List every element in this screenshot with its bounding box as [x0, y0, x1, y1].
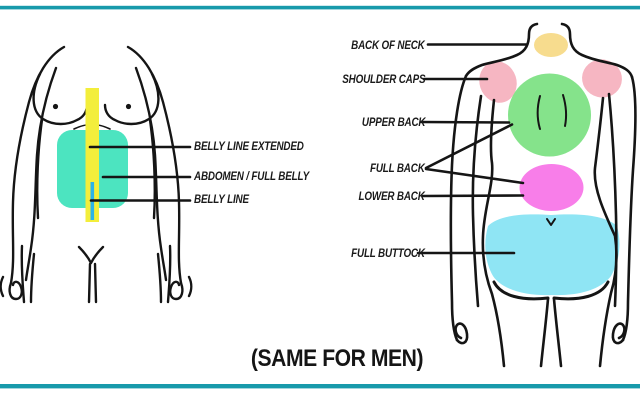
right-nipple-dot: [125, 103, 132, 110]
left-nipple-dot: [52, 103, 59, 110]
label-abdomen-full-belly: ABDOMEN / FULL BELLY: [194, 169, 309, 183]
upper-back-region: [508, 73, 591, 157]
upper-back-pointer: [419, 120, 511, 124]
back-of-neck-region: [534, 33, 568, 57]
back-body-figure: [449, 22, 637, 368]
label-upper-back: UPPER BACK: [361, 114, 426, 129]
full-back-pointer-lower: [424, 167, 525, 185]
lower-back-region: [519, 164, 584, 211]
shoulder-cap-right-region: [582, 59, 622, 98]
label-belly-line: BELLY LINE: [194, 192, 249, 206]
label-shoulder-caps: SHOULDER CAPS: [341, 71, 425, 86]
belly-line-extended-region: [85, 88, 99, 222]
lower-back-pointer: [421, 194, 525, 198]
shoulder-cap-left-region: [479, 61, 517, 103]
label-lower-back: LOWER BACK: [358, 188, 425, 203]
full-back-pointer-upper: [424, 123, 514, 170]
top-border-line: [0, 5, 640, 10]
label-belly-line-extended: BELLY LINE EXTENDED: [194, 139, 304, 153]
front-torso-figure: [0, 45, 193, 304]
pointer-lines: [88, 43, 529, 255]
label-full-back: FULL BACK: [370, 161, 425, 175]
same-for-men-note: (SAME FOR MEN): [250, 345, 424, 372]
full-buttock-region: [485, 214, 620, 296]
label-back-of-neck: BACK OF NECK: [351, 37, 426, 52]
label-full-buttock: FULL BUTTOCK: [351, 245, 425, 260]
bottom-border-line: [0, 384, 640, 389]
